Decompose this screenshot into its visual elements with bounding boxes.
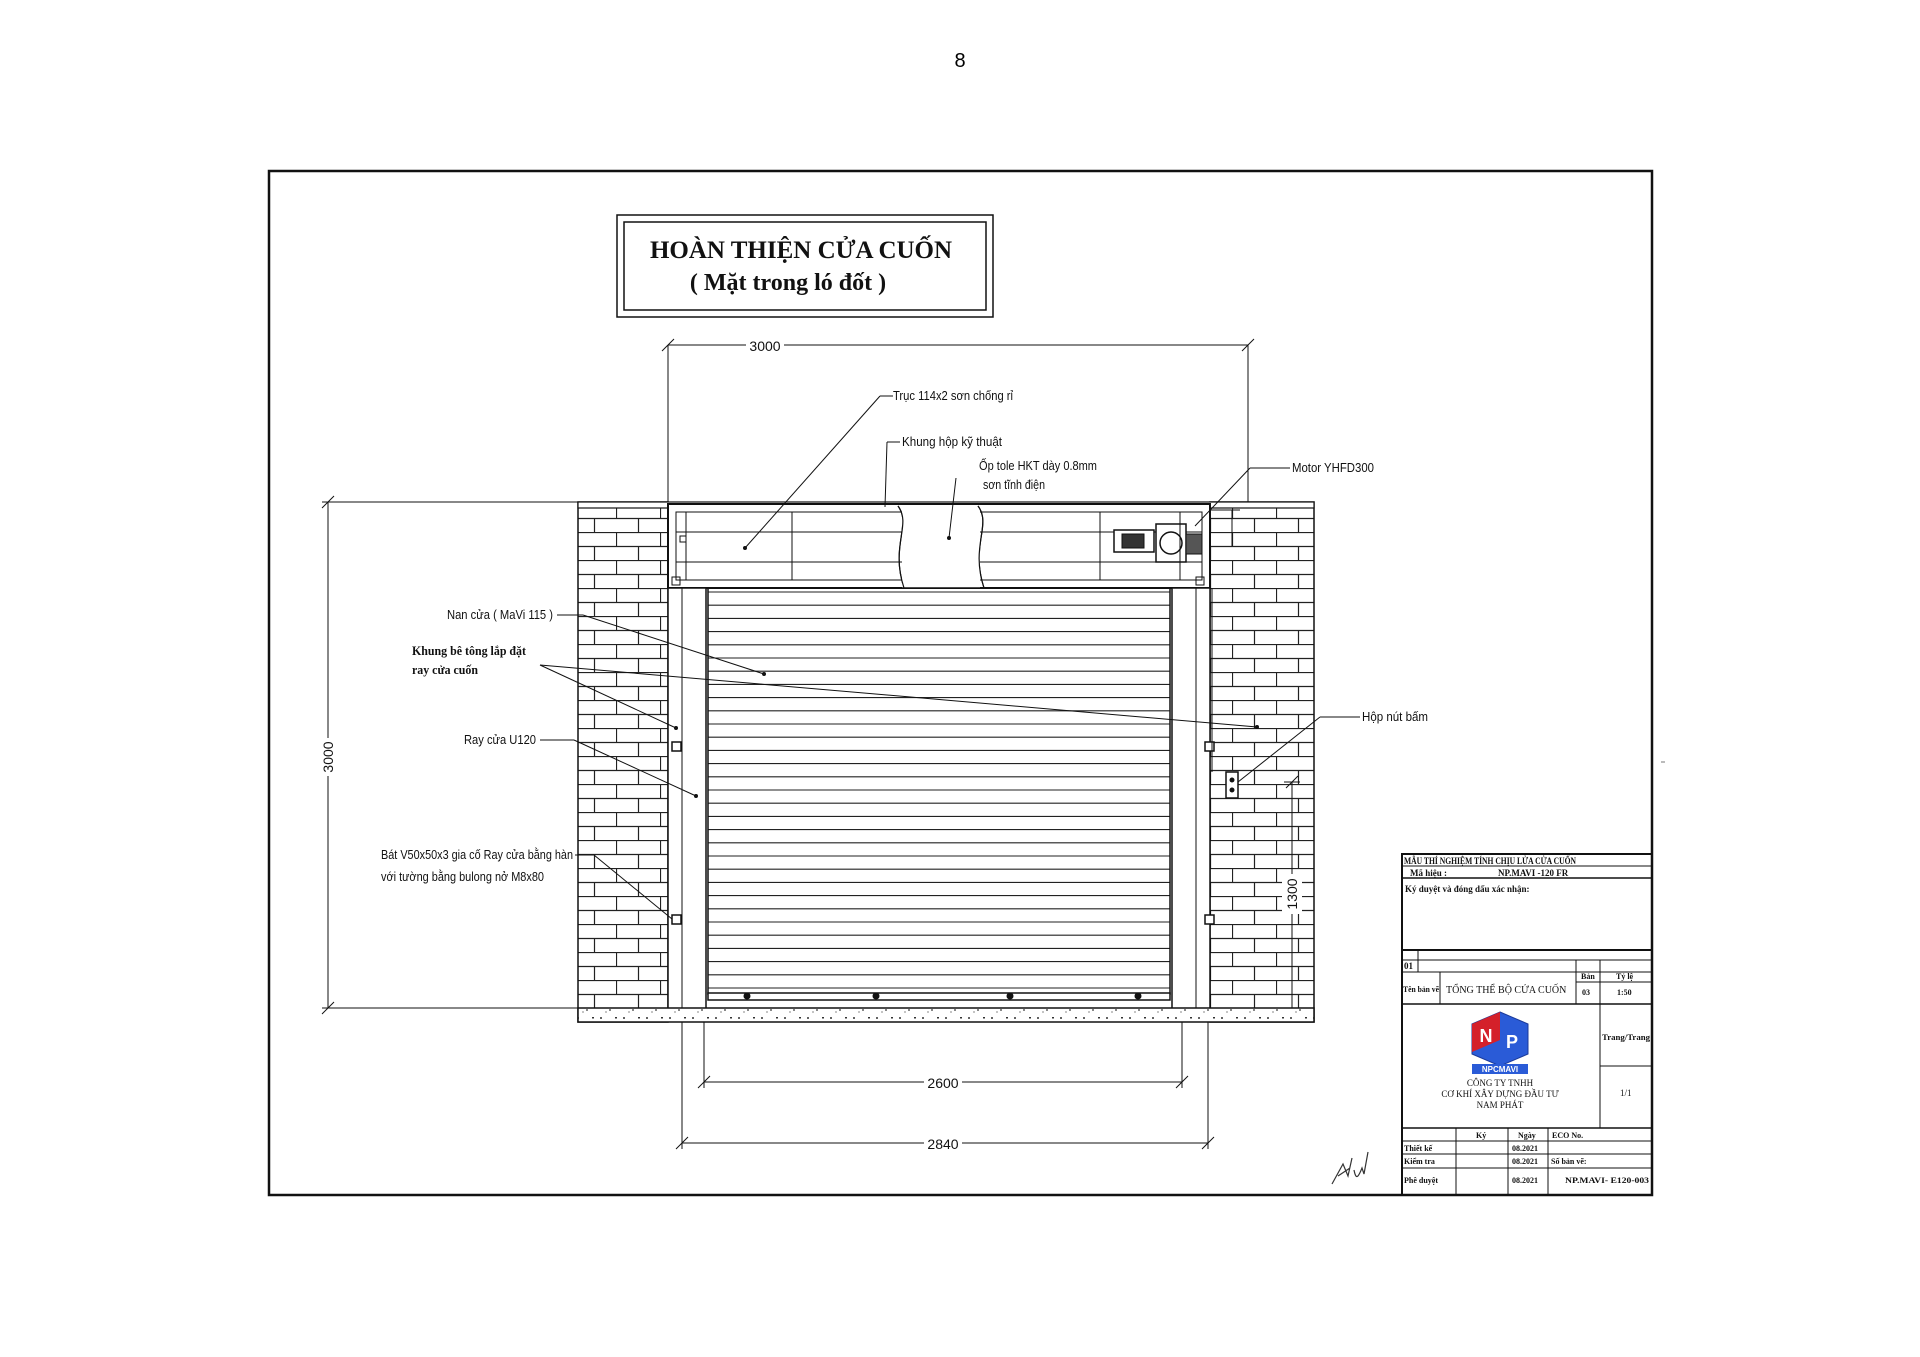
tb-drawing-name-label: Tên bản vẽ (1403, 985, 1439, 994)
label-frame-line2: ray cửa cuốn (412, 662, 479, 677)
tb-date3: 08.2021 (1512, 1176, 1538, 1185)
dim-button-height: 1300 (1284, 878, 1300, 909)
label-sheet-line2: sơn tĩnh điện (983, 477, 1045, 492)
tb-approval: Ký duyệt và đóng dấu xác nhận: (1405, 884, 1530, 894)
logo-text: NPCMAVI (1482, 1065, 1518, 1074)
label-button-box: Hộp nút bấm (1362, 709, 1428, 724)
tb-rev: 01 (1404, 961, 1414, 971)
tb-company-line2: CƠ KHÍ XÂY DỰNG ĐẦU TƯ (1441, 1089, 1558, 1099)
motor (1113, 509, 1240, 580)
svg-text:N: N (1480, 1026, 1493, 1046)
door-curtain-outline (707, 587, 1171, 995)
tb-scale-value: 1:50 (1617, 988, 1632, 997)
signature (1331, 1151, 1369, 1185)
dim-height: 3000 (320, 741, 336, 772)
tb-code-value: NP.MAVI -120 FR (1498, 868, 1569, 878)
tb-col-date: Ngày (1518, 1131, 1536, 1140)
tb-date1: 08.2021 (1512, 1144, 1538, 1153)
tb-code-label: Mã hiệu : (1410, 868, 1447, 878)
bottom-bar (707, 992, 1171, 1001)
tb-company-line1: CÔNG TY TNHH (1467, 1078, 1534, 1088)
tb-page-value: 1/1 (1620, 1088, 1632, 1098)
label-frame-line1: Khung bê tông lắp đặt (412, 643, 527, 658)
tb-date2: 08.2021 (1512, 1157, 1538, 1166)
leader-lines (539, 395, 1360, 920)
tb-page-label: Trang/Trang (1602, 1033, 1650, 1042)
company-logo: N P NPCMAVI (1471, 1011, 1529, 1074)
page-number: 8 (954, 50, 966, 72)
rails (671, 588, 1215, 1008)
tb-row-approve: Phê duyệt (1404, 1176, 1438, 1185)
bracket-icon (1204, 741, 1215, 752)
door-slats (707, 587, 1171, 995)
title-box: HOÀN THIỆN CỬA CUỐN ( Mặt trong ló đốt ) (616, 214, 994, 318)
dim-inner-width: 2600 (927, 1075, 958, 1091)
bracket-icon (1204, 914, 1215, 925)
right-concrete-post (1171, 587, 1211, 1021)
svg-text:P: P (1506, 1032, 1518, 1052)
tb-row-check: Kiểm tra (1404, 1157, 1435, 1166)
tb-company-line3: NAM PHÁT (1477, 1100, 1524, 1110)
button-box (1211, 588, 1239, 799)
title-block (1401, 853, 1653, 1196)
tb-drawing-no: NP.MAVI- E120-003 (1565, 1176, 1649, 1185)
label-rail: Ray cửa U120 (464, 732, 536, 747)
tb-sheet-label: Bản (1581, 972, 1595, 981)
dim-top-width: 3000 (749, 338, 780, 354)
title-line1: HOÀN THIỆN CỬA CUỐN (650, 235, 952, 264)
bracket-icon (671, 741, 682, 752)
right-brick-wall (1209, 501, 1315, 1023)
left-concrete-post (667, 587, 707, 1021)
tb-header: MẪU THÍ NGHIỆM TÍNH CHỊU LỬA CỬA CUỐN (1404, 856, 1576, 866)
label-sheet-line1: Ốp tole HKT dày 0.8mm (979, 458, 1097, 473)
ground-line (577, 1007, 1315, 1023)
tb-drawing-name: TỔNG THỂ BỘ CỬA CUỐN (1446, 983, 1566, 996)
bracket-icon (671, 914, 682, 925)
tb-col-sign: Ký (1476, 1131, 1486, 1140)
label-motor: Motor YHFD300 (1292, 460, 1374, 475)
label-bracket-line1: Bát V50x50x3 gia cố Ray cửa bằng hàn (381, 847, 573, 862)
tb-scale-label: Tỷ lệ (1616, 972, 1634, 981)
label-bracket-line2: với tường bằng bulong nở M8x80 (381, 869, 544, 884)
sheet-border (267, 169, 1654, 1197)
title-line2: ( Mặt trong ló đốt ) (690, 270, 886, 296)
tb-sheet-value: 03 (1582, 988, 1590, 997)
dim-outer-width: 2840 (927, 1136, 958, 1152)
tb-drawing-no-label: Số bản vẽ: (1551, 1157, 1587, 1166)
tb-row-design: Thiết kế (1404, 1144, 1433, 1153)
tb-col-eco: ECO No. (1552, 1131, 1583, 1140)
label-tech-box: Khung hộp kỹ thuật (902, 434, 1002, 449)
label-slat: Nan cửa ( MaVi 115 ) (447, 607, 553, 622)
label-shaft: Trục 114x2 sơn chống rỉ (893, 388, 1013, 403)
